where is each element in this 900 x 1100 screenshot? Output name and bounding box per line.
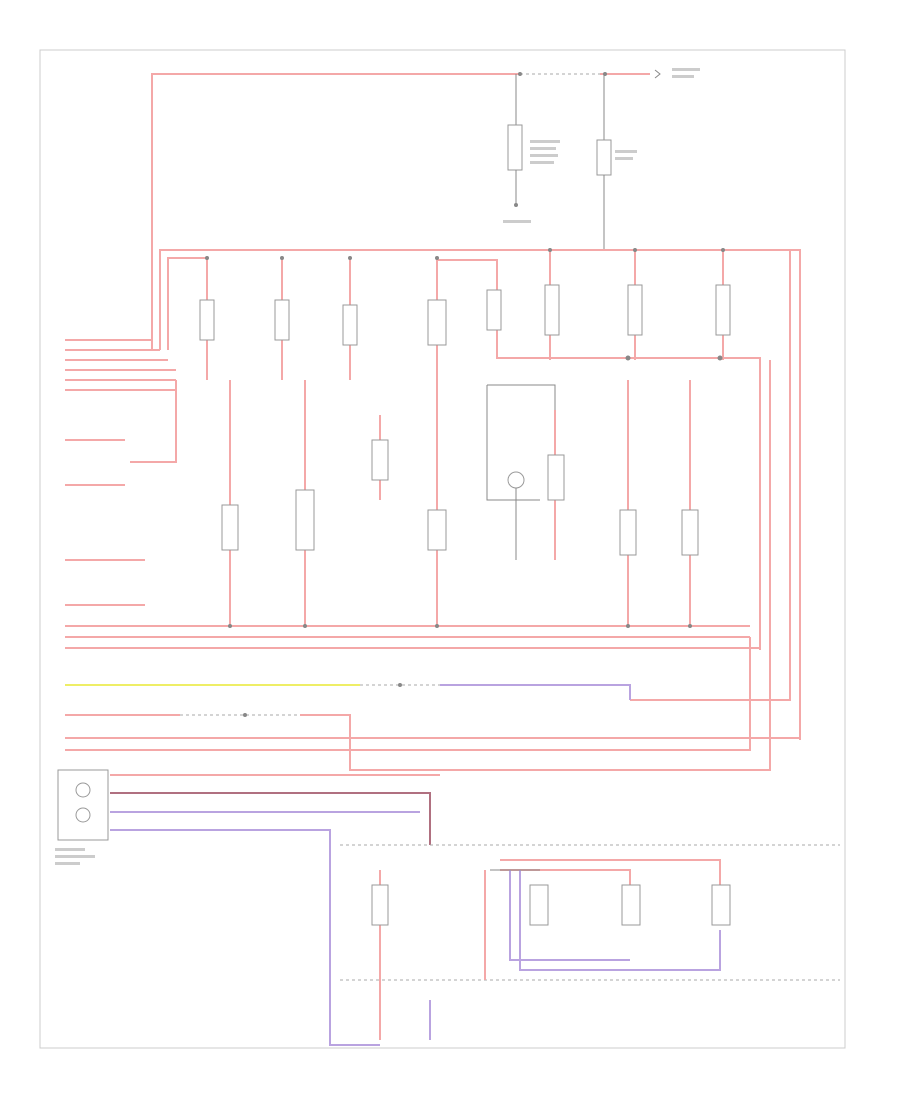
- left-terminals: [65, 339, 760, 649]
- bottom-left-component: [55, 769, 440, 1046]
- top-component-right: [596, 74, 637, 250]
- upper-component-row: [199, 248, 731, 361]
- diagram-frame: [39, 49, 846, 1049]
- top-power-feed: [151, 68, 700, 350]
- top-component-left: [503, 74, 560, 223]
- middle-harness: [65, 360, 800, 771]
- bottom-right-cluster: [340, 844, 840, 1040]
- second-bus: [159, 249, 801, 740]
- lower-component-row: [221, 380, 699, 628]
